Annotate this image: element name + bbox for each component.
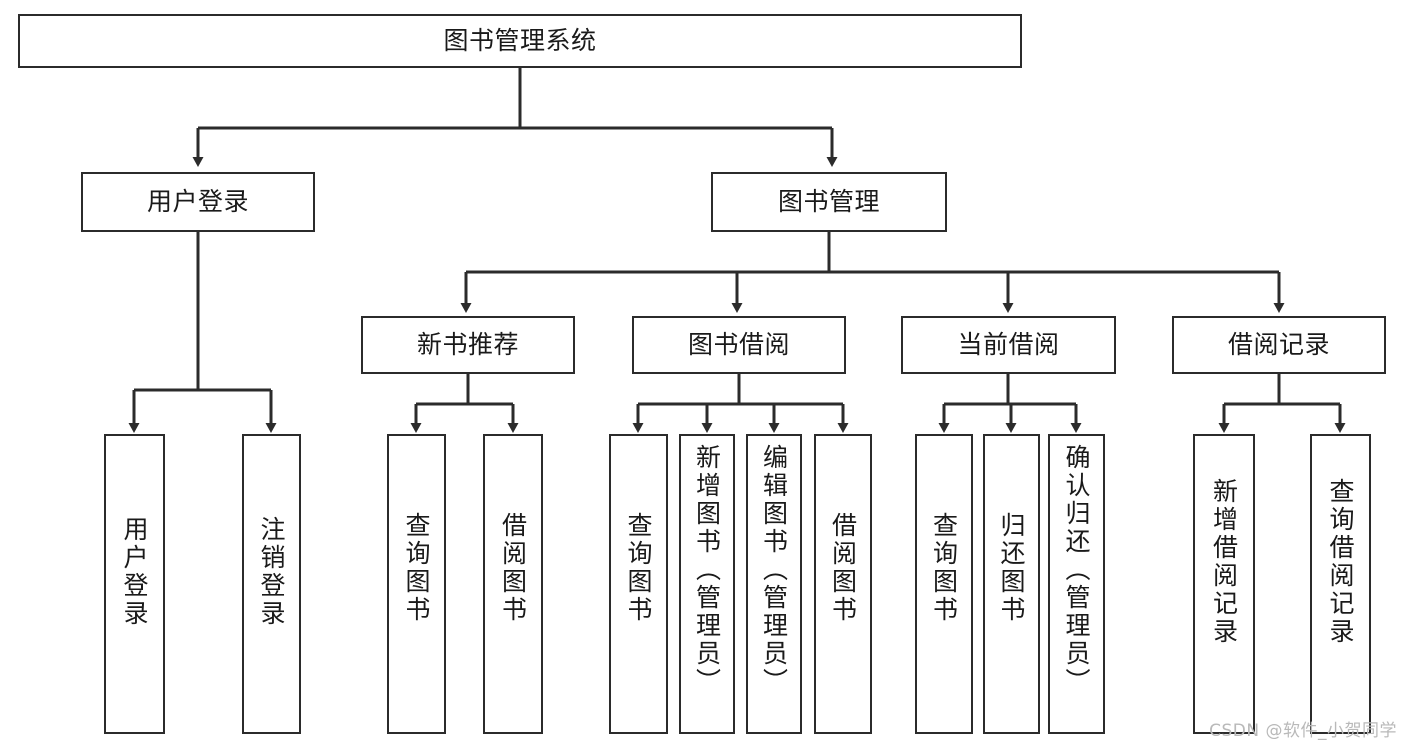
node-label: 查询图书 [402,512,431,624]
node-label: 注销登录 [257,516,286,628]
leaf-query-book-current[interactable]: 查询图书 [915,434,973,734]
node-label: 借阅图书 [498,512,528,624]
node-label: 新书推荐 [416,330,519,359]
node-user-login[interactable]: 用户登录 [81,172,315,232]
node-label: 确认归还（管理员） [1062,444,1091,696]
node-book-borrow[interactable]: 图书借阅 [632,316,846,374]
leaf-confirm-return[interactable]: 确认归还（管理员） [1048,434,1105,734]
node-borrow-record[interactable]: 借阅记录 [1172,316,1386,374]
node-label: 用户登录 [146,187,249,216]
watermark: CSDN @软件_小贺同学 [1209,721,1397,741]
leaf-logout-login[interactable]: 注销登录 [242,434,301,734]
node-book-manage[interactable]: 图书管理 [711,172,947,232]
leaf-query-book-recommend[interactable]: 查询图书 [387,434,446,734]
node-label: 新增借阅记录 [1209,478,1239,646]
leaf-query-book-borrow[interactable]: 查询图书 [609,434,668,734]
leaf-borrow-book[interactable]: 借阅图书 [814,434,872,734]
node-label: 编辑图书（管理员） [759,444,789,696]
node-root-system[interactable]: 图书管理系统 [18,14,1022,68]
node-label: 图书借阅 [687,330,790,359]
leaf-add-book[interactable]: 新增图书（管理员） [679,434,735,734]
node-label: 新增图书（管理员） [692,444,722,696]
leaf-borrow-book-recommend[interactable]: 借阅图书 [483,434,543,734]
leaf-return-book[interactable]: 归还图书 [983,434,1040,734]
node-new-book-recommend[interactable]: 新书推荐 [361,316,575,374]
node-label: 用户登录 [120,516,149,628]
node-label: 图书管理 [777,187,880,216]
leaf-add-borrow-record[interactable]: 新增借阅记录 [1193,434,1255,734]
leaf-edit-book[interactable]: 编辑图书（管理员） [746,434,802,734]
node-label: 归还图书 [997,512,1026,624]
node-label: 查询图书 [929,512,959,624]
node-label: 当前借阅 [957,330,1060,359]
node-label: 查询借阅记录 [1326,478,1355,646]
node-label: 借阅记录 [1227,330,1330,359]
node-label: 借阅图书 [828,512,858,624]
leaf-query-borrow-record[interactable]: 查询借阅记录 [1310,434,1371,734]
node-label: 查询图书 [624,512,653,624]
node-current-borrow[interactable]: 当前借阅 [901,316,1116,374]
leaf-user-login[interactable]: 用户登录 [104,434,165,734]
node-label: 图书管理系统 [443,26,597,55]
